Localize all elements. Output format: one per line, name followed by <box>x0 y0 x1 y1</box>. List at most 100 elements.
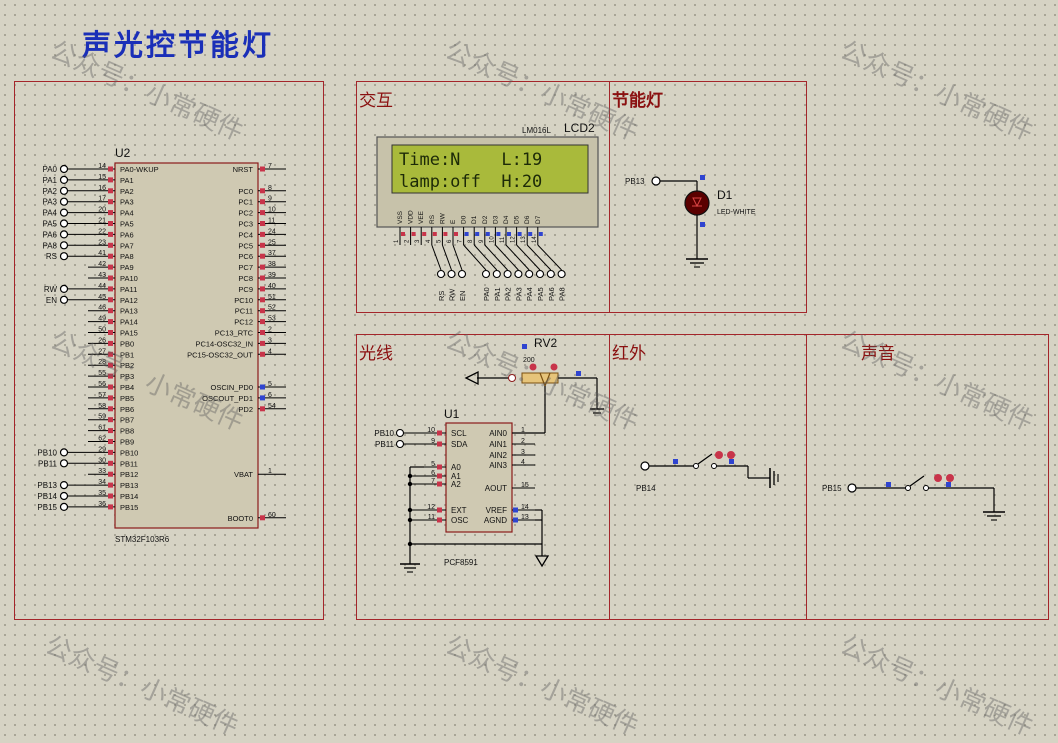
adc-pin-number: 10 <box>427 427 435 434</box>
mcu-net-label: PB10 <box>37 448 57 457</box>
mcu-pin-name: PB12 <box>120 470 138 479</box>
adc-pin-number: 12 <box>427 504 435 511</box>
led-terminal[interactable] <box>651 176 661 186</box>
adc-pin-name: A2 <box>451 480 461 489</box>
pin-marker <box>108 286 113 292</box>
mcu-pin-number: 40 <box>268 283 276 290</box>
mcu-pin-name: PA10 <box>120 274 138 283</box>
pin-marker <box>108 351 113 357</box>
lcd-pin-name: D0 <box>461 215 468 224</box>
mcu-pin-name: PC15-OSC32_OUT <box>187 350 253 359</box>
pin-marker <box>108 384 113 390</box>
adc-pin-name: AIN3 <box>489 461 507 470</box>
sound-terminal[interactable] <box>847 483 857 493</box>
pin-marker <box>437 441 442 447</box>
net-terminal[interactable] <box>59 502 69 511</box>
pin-marker <box>437 430 442 436</box>
pin-marker <box>108 210 113 216</box>
mcu-pin-number: 22 <box>98 228 106 235</box>
lcd-net-terminal[interactable] <box>546 269 555 279</box>
ir-net-label: PB14 <box>636 484 656 493</box>
net-terminal[interactable] <box>59 448 69 457</box>
lcd-net-terminal[interactable] <box>492 269 501 279</box>
lcd-pin-name: D3 <box>492 215 499 224</box>
lcd-net-terminal[interactable] <box>436 269 446 279</box>
lcd-net-label: PA0 <box>482 287 491 301</box>
lcd-net-terminal[interactable] <box>457 269 467 279</box>
mcu-part: STM32F103R6 <box>115 535 170 544</box>
mcu-component[interactable]: U2 STM32F103R6 <box>114 146 259 544</box>
adc-net-terminal[interactable] <box>395 428 405 438</box>
pin-marker <box>260 210 265 216</box>
net-terminal[interactable] <box>59 230 69 239</box>
mcu-pin-name: PA9 <box>120 263 134 272</box>
mcu-pin-name: PA8 <box>120 252 134 261</box>
pin-marker <box>260 275 265 281</box>
led-component[interactable]: PB13 D1 LED-WHITE <box>625 175 756 268</box>
pin-marker <box>260 351 265 357</box>
lcd-pin-number: 13 <box>521 236 527 243</box>
adc-pin-name: AIN0 <box>489 429 507 438</box>
pin-marker <box>411 232 416 236</box>
net-terminal[interactable] <box>59 219 69 228</box>
mcu-pin-name: PB1 <box>120 350 134 359</box>
lcd-net-terminal[interactable] <box>481 269 491 279</box>
pin-marker <box>108 471 113 477</box>
net-terminal[interactable] <box>59 295 69 304</box>
pin-marker <box>260 297 265 303</box>
lcd-net-label: EN <box>458 291 467 301</box>
net-terminal[interactable] <box>59 241 69 250</box>
net-terminal[interactable] <box>59 197 69 206</box>
lcd-net-terminal[interactable] <box>503 269 512 279</box>
mcu-pin-name: PC2 <box>238 209 253 218</box>
lcd-net-terminal[interactable] <box>447 269 456 279</box>
net-terminal[interactable] <box>59 164 69 174</box>
adc-pin-number: 7 <box>431 478 435 485</box>
adc-pin-number: 5 <box>431 461 435 468</box>
lcd-net-label: PA3 <box>514 287 523 301</box>
lcd-net-terminal[interactable] <box>525 269 534 279</box>
pin-marker <box>108 188 113 194</box>
lcd-net-terminal[interactable] <box>557 269 566 279</box>
adc-pin-name: SDA <box>451 440 468 449</box>
lcd-net-terminal[interactable] <box>535 269 545 279</box>
ir-switch-component[interactable]: PB14 <box>636 451 779 493</box>
pin-marker <box>108 253 113 259</box>
net-terminal[interactable] <box>59 252 69 261</box>
net-terminal[interactable] <box>59 208 69 217</box>
mcu-net-label: PA6 <box>42 230 57 239</box>
mcu-pin-name: PC12 <box>234 318 253 327</box>
adc-net-terminal[interactable] <box>395 439 405 449</box>
net-terminal[interactable] <box>59 481 69 490</box>
pin-marker <box>528 232 533 236</box>
mcu-pin-name: PA13 <box>120 307 138 316</box>
sound-switch-component[interactable]: PB15 <box>822 474 1005 521</box>
mcu-pin-number: 1 <box>268 468 272 475</box>
net-terminal[interactable] <box>59 175 69 184</box>
pin-marker <box>260 395 265 401</box>
adc-component[interactable]: U1 PCF8591 <box>444 407 513 567</box>
pin-marker <box>260 199 265 205</box>
ir-terminal[interactable] <box>640 461 650 471</box>
net-terminal[interactable] <box>59 186 69 195</box>
pin-marker <box>513 507 518 513</box>
mcu-pin-number: 23 <box>98 239 106 246</box>
pin-marker <box>496 232 501 236</box>
potentiometer-component[interactable]: RV2 200 <box>464 336 604 434</box>
mcu-pin-name: PB7 <box>120 416 134 425</box>
pin-marker <box>260 231 265 237</box>
lcd-net-terminal[interactable] <box>514 269 523 279</box>
net-terminal[interactable] <box>59 491 69 501</box>
mcu-pin-name: PB4 <box>120 383 134 392</box>
net-terminal[interactable] <box>59 284 69 293</box>
lcd-component[interactable]: Time:N L:19 lamp:off H:20 LM016L LCD2 <box>376 121 599 228</box>
pin-marker <box>437 481 442 487</box>
lcd-pin-number: 8 <box>468 239 474 243</box>
mcu-net-label: RW <box>44 285 58 294</box>
mcu-pin-number: 45 <box>98 294 106 301</box>
lcd-pin-number: 6 <box>447 239 453 243</box>
mcu-pin-name: OSCOUT_PD1 <box>202 394 253 403</box>
net-terminal[interactable] <box>59 459 69 468</box>
pin-marker <box>108 275 113 281</box>
lcd-pin-name: RS <box>429 214 436 224</box>
